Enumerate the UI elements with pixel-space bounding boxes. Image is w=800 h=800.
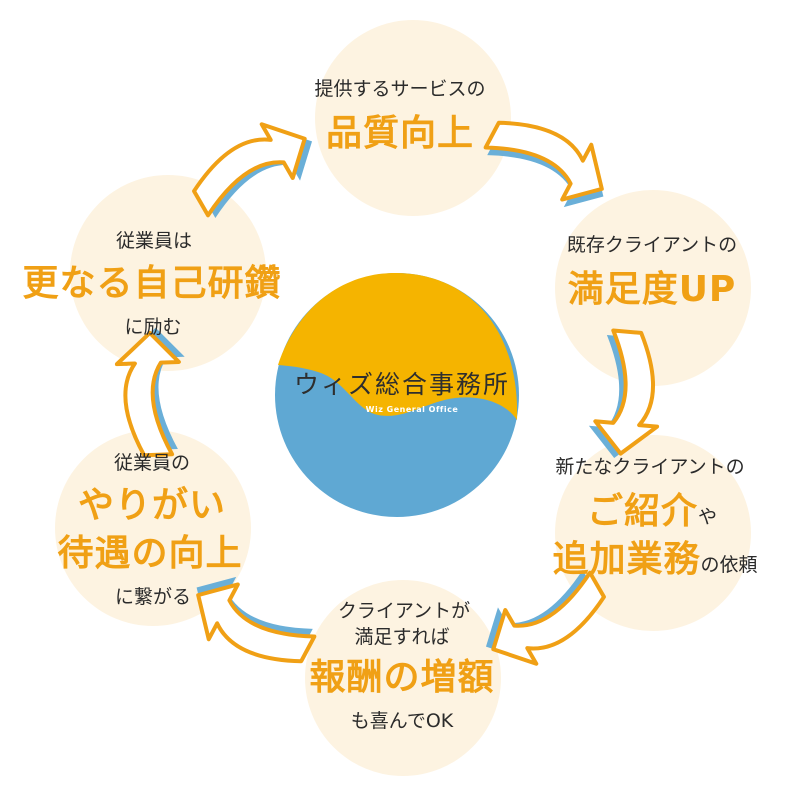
step-1-highlight: 品質向上 [325,113,474,154]
step-2-circle [555,190,751,386]
step-3-highlight-2: 追加業務 [552,539,701,580]
step-3-pre: 新たなクライアントの [555,456,745,478]
logo-name: ウィズ総合事務所 [293,370,510,399]
step-6-pre: 従業員は [115,230,192,252]
step-3-line-2: 追加業務の依頼 [255,542,800,578]
step-4-highlight: 報酬の増額 [309,657,495,698]
step-6-post: に励む [124,316,182,338]
step-5-highlight-2: 待遇の向上 [57,533,243,574]
step-6-circle [70,175,266,371]
step-1-circle [315,20,511,216]
step-3-line-1: ご紹介や [252,494,800,530]
step-4-post: も喜んでOK [350,710,454,732]
step-5-post: に繋がる [114,586,191,608]
step-3-suffix-2: の依頼 [700,554,758,576]
step-4-pre-2: 満足すれば [354,626,450,648]
logo-top-half [278,272,518,420]
step-3-highlight-1: ご紹介 [586,491,698,532]
logo-subtitle: Wiz General Office [365,405,459,414]
step-6-highlight: 更なる自己研鑽 [22,263,282,304]
step-3-suffix-1: や [698,506,718,528]
step-4-circle [305,580,501,776]
step-5-highlight-1: やりがい [77,485,226,526]
step-5-pre: 従業員の [113,452,190,474]
step-2-highlight: 満足度UP [567,269,737,310]
step-4-pre-1: クライアントが [337,600,471,622]
step-2-pre: 既存クライアントの [566,234,738,256]
step-1-pre: 提供するサービスの [314,78,486,100]
